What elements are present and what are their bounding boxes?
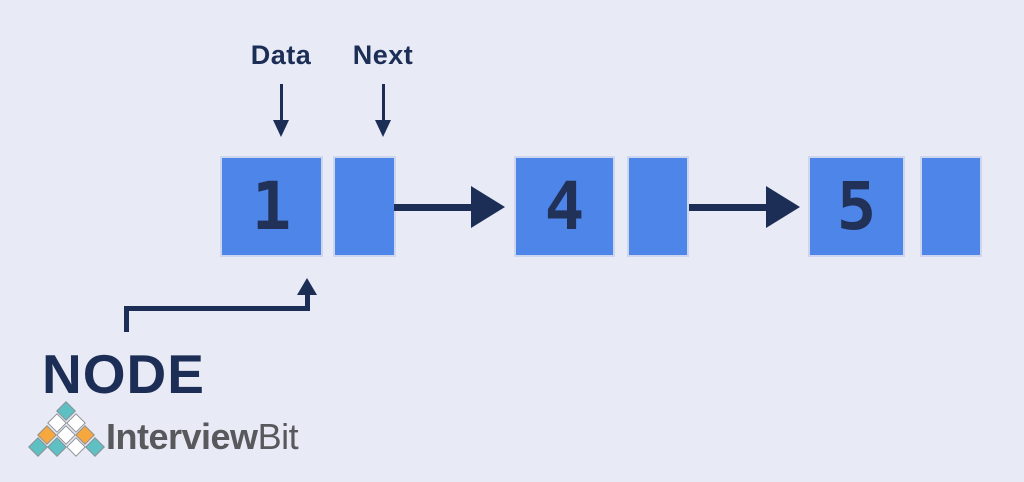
- node-3-data-box: 5: [808, 156, 905, 257]
- arrow-head-up: [297, 278, 317, 295]
- next-field-label: Next: [338, 40, 428, 71]
- link-arrow-right-icon: [394, 186, 505, 228]
- node-3-next-box: [920, 156, 982, 257]
- arrow-head: [471, 186, 505, 228]
- wordmark-bold-part: Interview: [106, 416, 258, 457]
- node-3-value: 5: [837, 174, 877, 240]
- node-1-value: 1: [252, 174, 292, 240]
- arrow-shaft: [394, 204, 473, 211]
- node-2-next-box: [627, 156, 689, 257]
- arrow-shaft: [382, 84, 385, 121]
- node-caption-label: NODE: [42, 342, 205, 406]
- interviewbit-logo: InterviewBit: [26, 400, 326, 470]
- arrow-head: [375, 120, 391, 137]
- arrow-head: [273, 120, 289, 137]
- wordmark-light-part: Bit: [258, 416, 299, 457]
- arrow-shaft: [280, 84, 283, 121]
- node-2-value: 4: [545, 174, 585, 240]
- data-arrow-down-icon: [272, 84, 290, 138]
- arrow-segment: [305, 294, 310, 311]
- node-1-next-box: [333, 156, 396, 257]
- link-arrow-right-icon: [689, 186, 800, 228]
- data-field-label: Data: [236, 40, 326, 71]
- arrow-segment: [124, 306, 310, 311]
- interviewbit-wordmark: InterviewBit: [106, 416, 298, 458]
- arrow-head: [766, 186, 800, 228]
- arrow-shaft: [689, 204, 768, 211]
- next-arrow-down-icon: [374, 84, 392, 138]
- node-1-data-box: 1: [220, 156, 323, 257]
- interviewbit-pyramid-icon: [28, 402, 110, 466]
- node-2-data-box: 4: [514, 156, 615, 257]
